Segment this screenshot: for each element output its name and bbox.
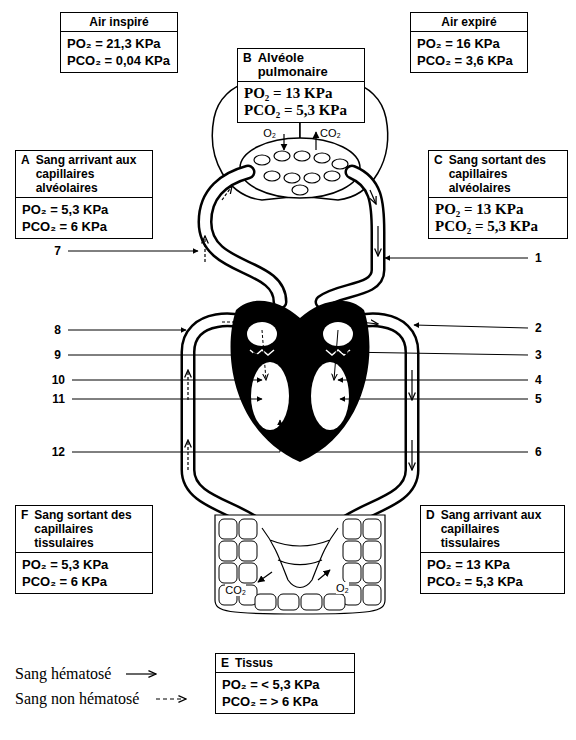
info-box: BAlvéole pulmonairePO₂ = 13 KPaPCO₂ = 5,…	[237, 48, 365, 123]
box-header: C Sang sortant des capillaires alvéolaire…	[428, 150, 568, 198]
info-box: E TissusPO₂ = < 5,3 KPaPCO₂ = > 6 KPa	[215, 653, 355, 714]
box-letter: A	[21, 153, 30, 167]
box-letter: E	[221, 656, 229, 670]
box-header: Air expiré	[410, 12, 528, 32]
flow-arrows	[188, 186, 412, 470]
pressure-value: PO₂ = 13 KPa	[435, 201, 561, 218]
box-title: Sang sortant des capillaires tissulaires	[34, 508, 147, 550]
callout-number: 3	[534, 348, 543, 362]
pressure-value: PCO₂ = 6 KPa	[22, 218, 146, 235]
leader-lines	[68, 251, 528, 452]
vessels	[188, 172, 412, 528]
pressure-value: PO₂ = 13 KPa	[427, 556, 558, 573]
pressure-value: PCO₂ = 0,04 KPa	[67, 52, 171, 69]
callout-number: 2	[534, 321, 543, 335]
heart	[231, 301, 370, 462]
callout-number: 8	[53, 323, 62, 337]
box-body: PO₂ = 16 KPaPCO₂ = 3,6 KPa	[410, 31, 528, 73]
callout-number: 1	[534, 251, 543, 265]
gas-exchange-arrows	[284, 132, 316, 150]
tissue	[215, 515, 385, 614]
box-body: PO₂ = < 5,3 KPaPCO₂ = > 6 KPa	[215, 672, 355, 714]
info-box: Air inspiréPO₂ = 21,3 KPaPCO₂ = 0,04 KPa	[60, 12, 178, 73]
pressure-value: PCO₂ = > 6 KPa	[222, 693, 348, 710]
pressure-value: PO₂ = 5,3 KPa	[22, 556, 146, 573]
callout-number: 12	[51, 445, 66, 459]
box-letter: B	[243, 51, 252, 65]
pressure-value: PO₂ = 5,3 KPa	[22, 201, 146, 218]
callout-number: 7	[53, 244, 62, 258]
box-title: Air expiré	[441, 15, 496, 29]
legend-text: Sang non hématosé	[15, 689, 139, 709]
box-body: PO₂ = 13 KPaPCO₂ = 5,3 KPa	[237, 81, 365, 123]
gas-label: O₂	[263, 127, 276, 139]
pressure-value: PCO₂ = 3,6 KPa	[417, 52, 521, 69]
pressure-value: PCO₂ = 5,3 KPa	[427, 573, 558, 590]
alveoli	[254, 151, 348, 195]
legend-text: Sang hématosé	[15, 664, 111, 684]
box-letter: D	[426, 508, 435, 522]
pressure-value: PO₂ = 21,3 KPa	[67, 35, 171, 52]
box-body: PO₂ = 5,3 KPaPCO₂ = 6 KPa	[15, 552, 153, 594]
pressure-value: PO₂ = < 5,3 KPa	[222, 676, 348, 693]
pressure-value: PCO₂ = 5,3 KPa	[244, 102, 358, 119]
callout-number: 6	[534, 445, 543, 459]
pressure-value: PCO₂ = 6 KPa	[22, 573, 146, 590]
box-header: Air inspiré	[60, 12, 178, 32]
callout-number: 4	[534, 373, 543, 387]
info-box: A Sang arrivant aux capillaires alvéolair…	[15, 150, 153, 239]
capillaries	[258, 528, 338, 588]
info-box: D Sang arrivant aux capillaires tissulair…	[420, 505, 565, 594]
box-title: Sang arrivant aux capillaires tissulaire…	[441, 508, 559, 550]
box-body: PO₂ = 21,3 KPaPCO₂ = 0,04 KPa	[60, 31, 178, 73]
pressure-value: PO₂ = 16 KPa	[417, 35, 521, 52]
box-letter: F	[21, 508, 28, 522]
box-letter: C	[434, 153, 443, 167]
gas-label: O₂	[336, 582, 349, 594]
box-title: Sang sortant des capillaires alvéolaires	[449, 153, 562, 195]
tissue-cells	[219, 519, 381, 610]
pressure-value: PO₂ = 13 KPa	[244, 85, 358, 102]
box-header: B Alvéole pulmonaire	[237, 48, 365, 82]
box-header: A Sang arrivant aux capillaires alvéolair…	[15, 150, 153, 198]
info-box: F Sang sortant des capillaires tissulaire…	[15, 505, 153, 594]
box-title: Alvéole pulmonaire	[258, 51, 359, 79]
box-title: Tissus	[235, 656, 273, 670]
info-box: Air expiréPO₂ = 16 KPaPCO₂ = 3,6 KPa	[410, 12, 528, 73]
callout-number: 11	[51, 392, 66, 406]
box-body: PO₂ = 13 KPaPCO₂ = 5,3 KPa	[420, 552, 565, 594]
info-box: C Sang sortant des capillaires alvéolaire…	[428, 150, 568, 239]
box-title: Sang arrivant aux capillaires alvéolaire…	[36, 153, 147, 195]
box-header: E Tissus	[215, 653, 355, 673]
pressure-value: PCO₂ = 5,3 KPa	[435, 218, 561, 235]
box-header: D Sang arrivant aux capillaires tissulair…	[420, 505, 565, 553]
box-title: Air inspiré	[89, 15, 148, 29]
gas-label: CO₂	[225, 584, 246, 596]
box-header: F Sang sortant des capillaires tissulaire…	[15, 505, 153, 553]
box-body: PO₂ = 5,3 KPaPCO₂ = 6 KPa	[15, 197, 153, 239]
callout-number: 9	[53, 348, 62, 362]
callout-number: 10	[51, 373, 66, 387]
box-body: PO₂ = 13 KPaPCO₂ = 5,3 KPa	[428, 197, 568, 239]
gas-label: CO₂	[320, 127, 341, 139]
callout-number: 5	[534, 392, 543, 406]
